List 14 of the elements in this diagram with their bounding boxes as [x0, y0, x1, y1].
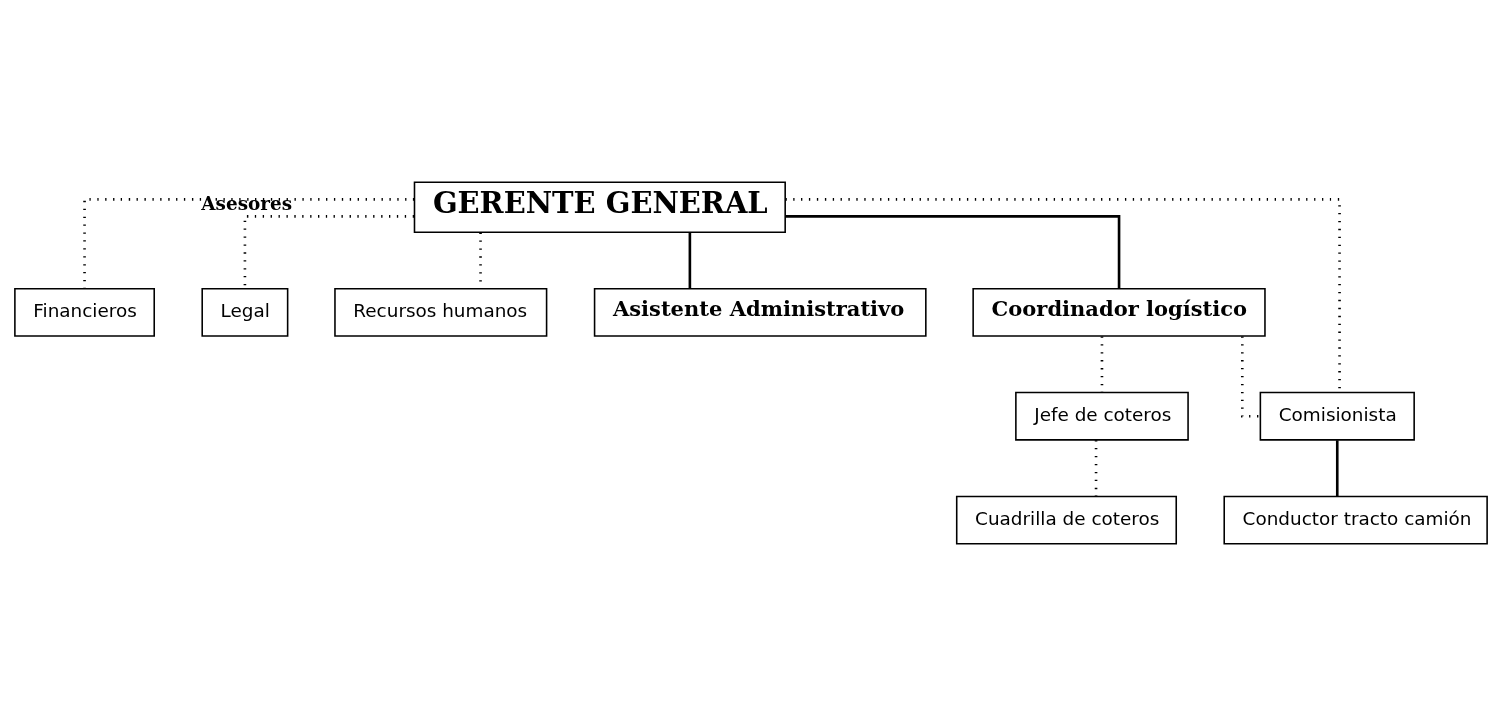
- connector: [785, 215, 1121, 289]
- node-box: Jefe de coteros: [1015, 391, 1189, 441]
- connector: [1335, 440, 1339, 497]
- connector: [688, 232, 692, 289]
- node-box: Recursos humanos: [334, 287, 548, 337]
- node-box: Comisionista: [1259, 391, 1415, 441]
- node-box: Coordinador logístico: [972, 287, 1266, 337]
- node-box: Asistente Administrativo: [593, 287, 927, 337]
- edge-label: Asesores: [201, 193, 293, 215]
- node-box: GERENTE GENERAL: [413, 181, 786, 233]
- node-box: Conductor tracto camión: [1223, 495, 1488, 545]
- node-box: Cuadrilla de coteros: [955, 495, 1178, 545]
- node-box: Legal: [201, 287, 289, 337]
- node-box: Financieros: [14, 287, 155, 337]
